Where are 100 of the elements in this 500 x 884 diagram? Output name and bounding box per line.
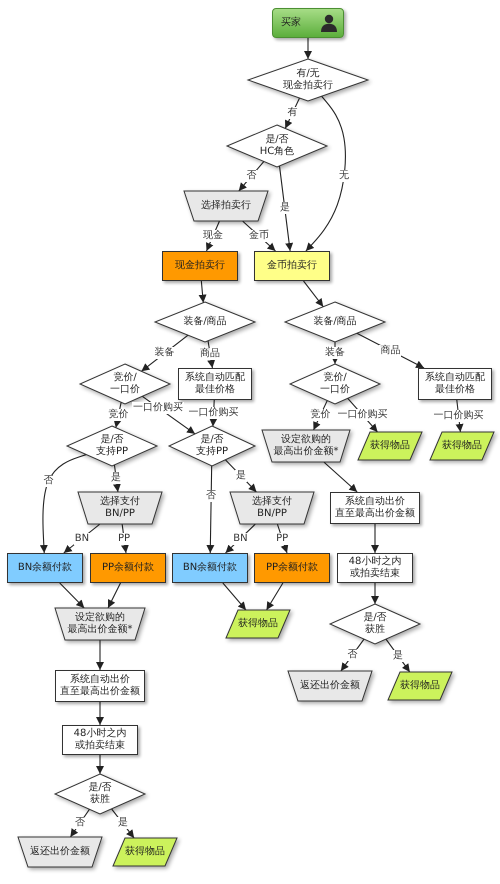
node-label: BN余额付款 — [182, 562, 238, 574]
edge-label: BN — [74, 532, 90, 544]
arrow — [96, 702, 104, 725]
arrow — [371, 524, 379, 553]
arrow — [198, 280, 207, 303]
output-parallelogram — [226, 610, 290, 638]
node-label: 是/否支持PP — [96, 434, 128, 458]
node-label: 选择拍卖行 — [201, 200, 251, 212]
edge-label: 装备 — [324, 347, 346, 359]
manual-step-trapezoid — [184, 191, 268, 221]
arrow — [59, 582, 85, 608]
arrow — [222, 582, 246, 610]
arrow — [96, 755, 104, 774]
process-box — [254, 553, 330, 583]
decision-diamond — [80, 364, 170, 404]
edge-label: 金币 — [248, 230, 270, 242]
node-label: 系统自动出价直至最高出价金额 — [335, 496, 415, 520]
node-label: 装备/商品 — [183, 316, 227, 328]
output-parallelogram — [113, 838, 177, 866]
edge-label: 一口价购买 — [132, 402, 184, 414]
edge-label: 竞价 — [309, 409, 332, 422]
arrow — [266, 582, 284, 610]
arrow — [303, 280, 324, 308]
edge-label: PP — [275, 532, 290, 544]
edge-label: 否 — [42, 475, 54, 488]
arrow — [304, 38, 312, 59]
node-label: 选择支付BN/PP — [252, 496, 292, 520]
manual-step-trapezoid — [18, 837, 102, 867]
edge-label: 现金 — [202, 230, 224, 242]
node-label: BN余额付款 — [18, 562, 72, 574]
decision-diamond — [55, 774, 145, 814]
node-label: 是/否HC角色 — [260, 134, 294, 158]
node-label: 返还出价金额 — [300, 680, 360, 692]
node-label: 装备/商品 — [313, 316, 357, 328]
process-box — [337, 553, 413, 583]
node-label: 获得物品 — [400, 680, 440, 692]
edge-label: 有 — [286, 107, 298, 120]
edge-label: 商品 — [199, 348, 222, 360]
node-label: 选择支付BN/PP — [100, 496, 140, 520]
process-box — [90, 553, 166, 583]
arrow — [331, 342, 339, 364]
manual-step-trapezoid — [288, 671, 372, 701]
node-label: PP余额付款 — [266, 562, 318, 574]
process-box — [254, 251, 330, 281]
manual-step-trapezoid — [55, 608, 145, 640]
edge-label: 一口价购买 — [336, 409, 389, 422]
arrow — [305, 96, 346, 252]
decision-diamond — [67, 426, 157, 466]
edge-label: PP — [117, 532, 132, 544]
arrow — [242, 220, 276, 252]
node-label: 现金拍卖行 — [175, 260, 225, 272]
process-box — [7, 553, 83, 583]
edge-label: 一口价购买 — [188, 407, 240, 420]
node-label: 买家 — [281, 17, 301, 29]
node-label: 返还出价金额 — [30, 846, 90, 858]
decision-diamond — [285, 302, 385, 342]
node-label: 有/无现金拍卖行 — [283, 68, 333, 92]
edge-label: 是 — [234, 470, 247, 482]
decision-diamond — [290, 364, 380, 404]
edge-label: 一口价购买 — [432, 410, 485, 422]
node-label: 是/否支持PP — [196, 434, 228, 458]
process-box — [62, 725, 138, 755]
process-box — [178, 368, 252, 400]
arrow — [278, 166, 294, 252]
edge-label: 无 — [338, 170, 350, 182]
edge-label: 否 — [74, 817, 86, 830]
arrow — [371, 583, 379, 604]
edge-label: 竞价 — [108, 409, 130, 421]
edge-label: 是 — [278, 202, 291, 214]
edge-label: 是 — [110, 472, 122, 484]
node-label: 设定欲购的最高出价金额* — [68, 612, 132, 636]
decision-diamond — [330, 604, 420, 644]
edge-label: BN — [232, 532, 249, 544]
arrow — [206, 466, 214, 553]
arrow — [276, 524, 288, 554]
process-box — [418, 368, 492, 400]
edge-label: 否 — [205, 490, 218, 502]
node-label: 获得物品 — [238, 618, 278, 630]
edge-label: 装备 — [154, 347, 176, 360]
arrow — [40, 454, 86, 554]
arrow — [120, 524, 129, 554]
process-box — [162, 251, 238, 281]
node-label: 金币拍卖行 — [267, 260, 317, 272]
node-label: 竞价/一口价 — [320, 372, 350, 396]
process-box — [330, 492, 420, 524]
decision-diamond — [248, 59, 368, 101]
edge-label: 商品 — [379, 344, 402, 357]
node-label: 系统自动出价直至最高出价金额 — [60, 674, 140, 698]
node-label: 获得物品 — [125, 846, 165, 858]
decision-diamond — [227, 125, 327, 167]
manual-step-trapezoid — [262, 430, 350, 462]
edge-label: 否 — [245, 170, 258, 182]
edge-label: 否 — [346, 649, 358, 662]
edge-label: 是 — [116, 817, 129, 830]
output-parallelogram — [358, 432, 422, 460]
process-box — [55, 670, 145, 702]
arrow — [207, 340, 216, 368]
arrow — [108, 582, 121, 608]
output-parallelogram — [430, 432, 494, 460]
node-label: 竞价/一口价 — [110, 372, 140, 396]
